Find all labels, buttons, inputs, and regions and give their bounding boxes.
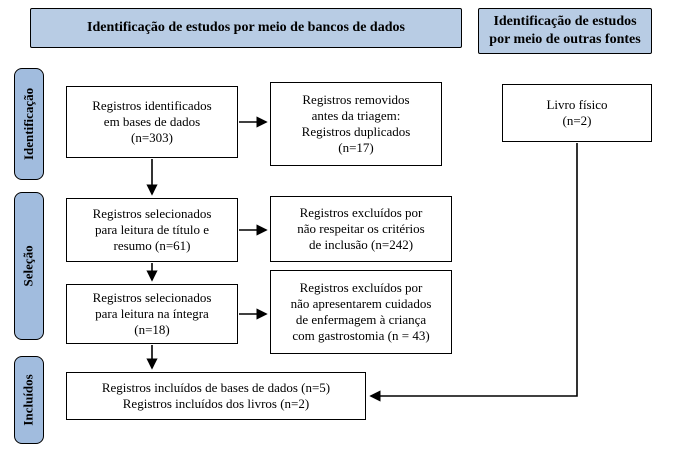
box-excluded-care: Registros excluídos por não apresentarem… <box>270 270 452 354</box>
stage-selecao: Seleção <box>14 192 44 340</box>
box-records-identified: Registros identificados em bases de dado… <box>66 86 238 158</box>
header-other-sources: Identificação de estudos por meio de out… <box>478 8 652 54</box>
box-title-abstract-screening: Registros selecionados para leitura de t… <box>66 198 238 262</box>
box-fulltext-selected: Registros selecionados para leitura na í… <box>66 284 238 344</box>
box-excluded-criteria: Registros excluídos por não respeitar os… <box>270 196 452 262</box>
stage-incluidos-label: Incluídos <box>21 374 37 426</box>
box-physical-book: Livro físico (n=2) <box>502 84 652 142</box>
stage-identificacao: Identificação <box>14 68 44 180</box>
stage-selecao-label: Seleção <box>21 245 37 287</box>
stage-identificacao-label: Identificação <box>21 87 37 161</box>
box-records-removed: Registros removidos antes da triagem: Re… <box>270 82 442 166</box>
box-included: Registros incluídos de bases de dados (n… <box>66 372 366 420</box>
stage-incluidos: Incluídos <box>14 356 44 444</box>
header-databases: Identificação de estudos por meio de ban… <box>30 8 462 48</box>
